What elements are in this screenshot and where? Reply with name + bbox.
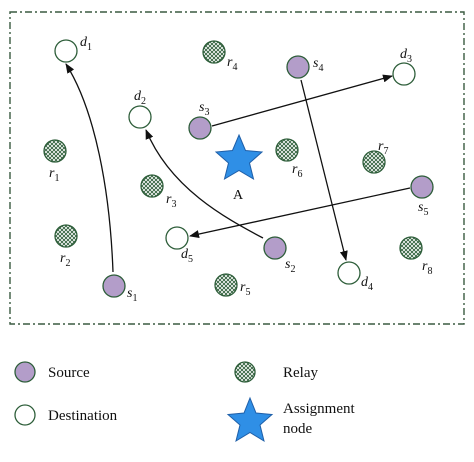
destination-node-d5 <box>165 226 189 250</box>
legend-relay-label: Relay <box>283 365 318 381</box>
relay-node-r5 <box>214 273 238 297</box>
label-r1: r1 <box>49 166 59 184</box>
relay-node-r6 <box>275 138 299 162</box>
source-node-s1 <box>102 274 126 298</box>
node-labels: d1 d2 d3 d4 d5 s1 s2 s3 s4 s5 r1 r2 r3 r… <box>49 35 432 304</box>
label-r4: r4 <box>227 55 237 73</box>
arrow-s5-d5 <box>189 187 411 238</box>
label-d5: d5 <box>181 247 193 265</box>
arrow-s3-d3 <box>211 74 393 127</box>
label-s1: s1 <box>127 286 137 304</box>
label-d1: d1 <box>80 35 92 53</box>
legend-destination-label: Destination <box>48 408 118 424</box>
source-node-s2 <box>263 236 287 260</box>
relay-node-r7 <box>362 150 386 174</box>
destination-node-d3 <box>392 62 416 86</box>
legend-assignment-label-line2: node <box>283 421 313 437</box>
label-d3: d3 <box>400 47 412 65</box>
arrow-s4-d4 <box>300 79 348 261</box>
label-d2: d2 <box>134 89 146 107</box>
relay-node-r3 <box>140 174 164 198</box>
label-r8: r8 <box>422 259 432 277</box>
network-area-frame <box>9 11 465 325</box>
destination-node-d1 <box>54 39 78 63</box>
relay-nodes <box>43 40 423 297</box>
source-nodes <box>102 55 434 298</box>
relay-node-r1 <box>43 139 67 163</box>
destination-node-d4 <box>337 261 361 285</box>
destination-nodes <box>54 39 416 285</box>
source-node-s5 <box>410 175 434 199</box>
label-r2: r2 <box>60 251 70 269</box>
relay-node-r4 <box>202 40 226 64</box>
legend-source-swatch <box>14 361 36 383</box>
label-s2: s2 <box>285 257 295 275</box>
relay-node-r2 <box>54 224 78 248</box>
assignment-node-label: A <box>233 188 244 203</box>
label-d4: d4 <box>361 275 373 293</box>
legend-source-label: Source <box>48 365 90 381</box>
arrow-s1-d1 <box>65 63 114 273</box>
label-r3: r3 <box>166 192 176 210</box>
source-node-s4 <box>286 55 310 79</box>
legend: Source Destination Relay Assignment node <box>14 361 356 443</box>
label-s3: s3 <box>199 100 209 118</box>
label-r6: r6 <box>292 162 302 180</box>
assignment-node-star-icon <box>214 133 264 181</box>
flows <box>65 63 411 273</box>
legend-relay-swatch <box>234 361 256 383</box>
arrow-s2-d2 <box>145 129 264 239</box>
source-node-s3 <box>188 116 212 140</box>
legend-assignment-label-line1: Assignment <box>283 401 356 417</box>
label-r7: r7 <box>378 139 388 157</box>
label-s4: s4 <box>313 56 323 74</box>
legend-destination-swatch <box>14 404 36 426</box>
label-r5: r5 <box>240 280 250 298</box>
legend-assignment-star-icon <box>226 396 274 443</box>
destination-node-d2 <box>128 105 152 129</box>
label-s5: s5 <box>418 200 428 218</box>
relay-node-r8 <box>399 236 423 260</box>
